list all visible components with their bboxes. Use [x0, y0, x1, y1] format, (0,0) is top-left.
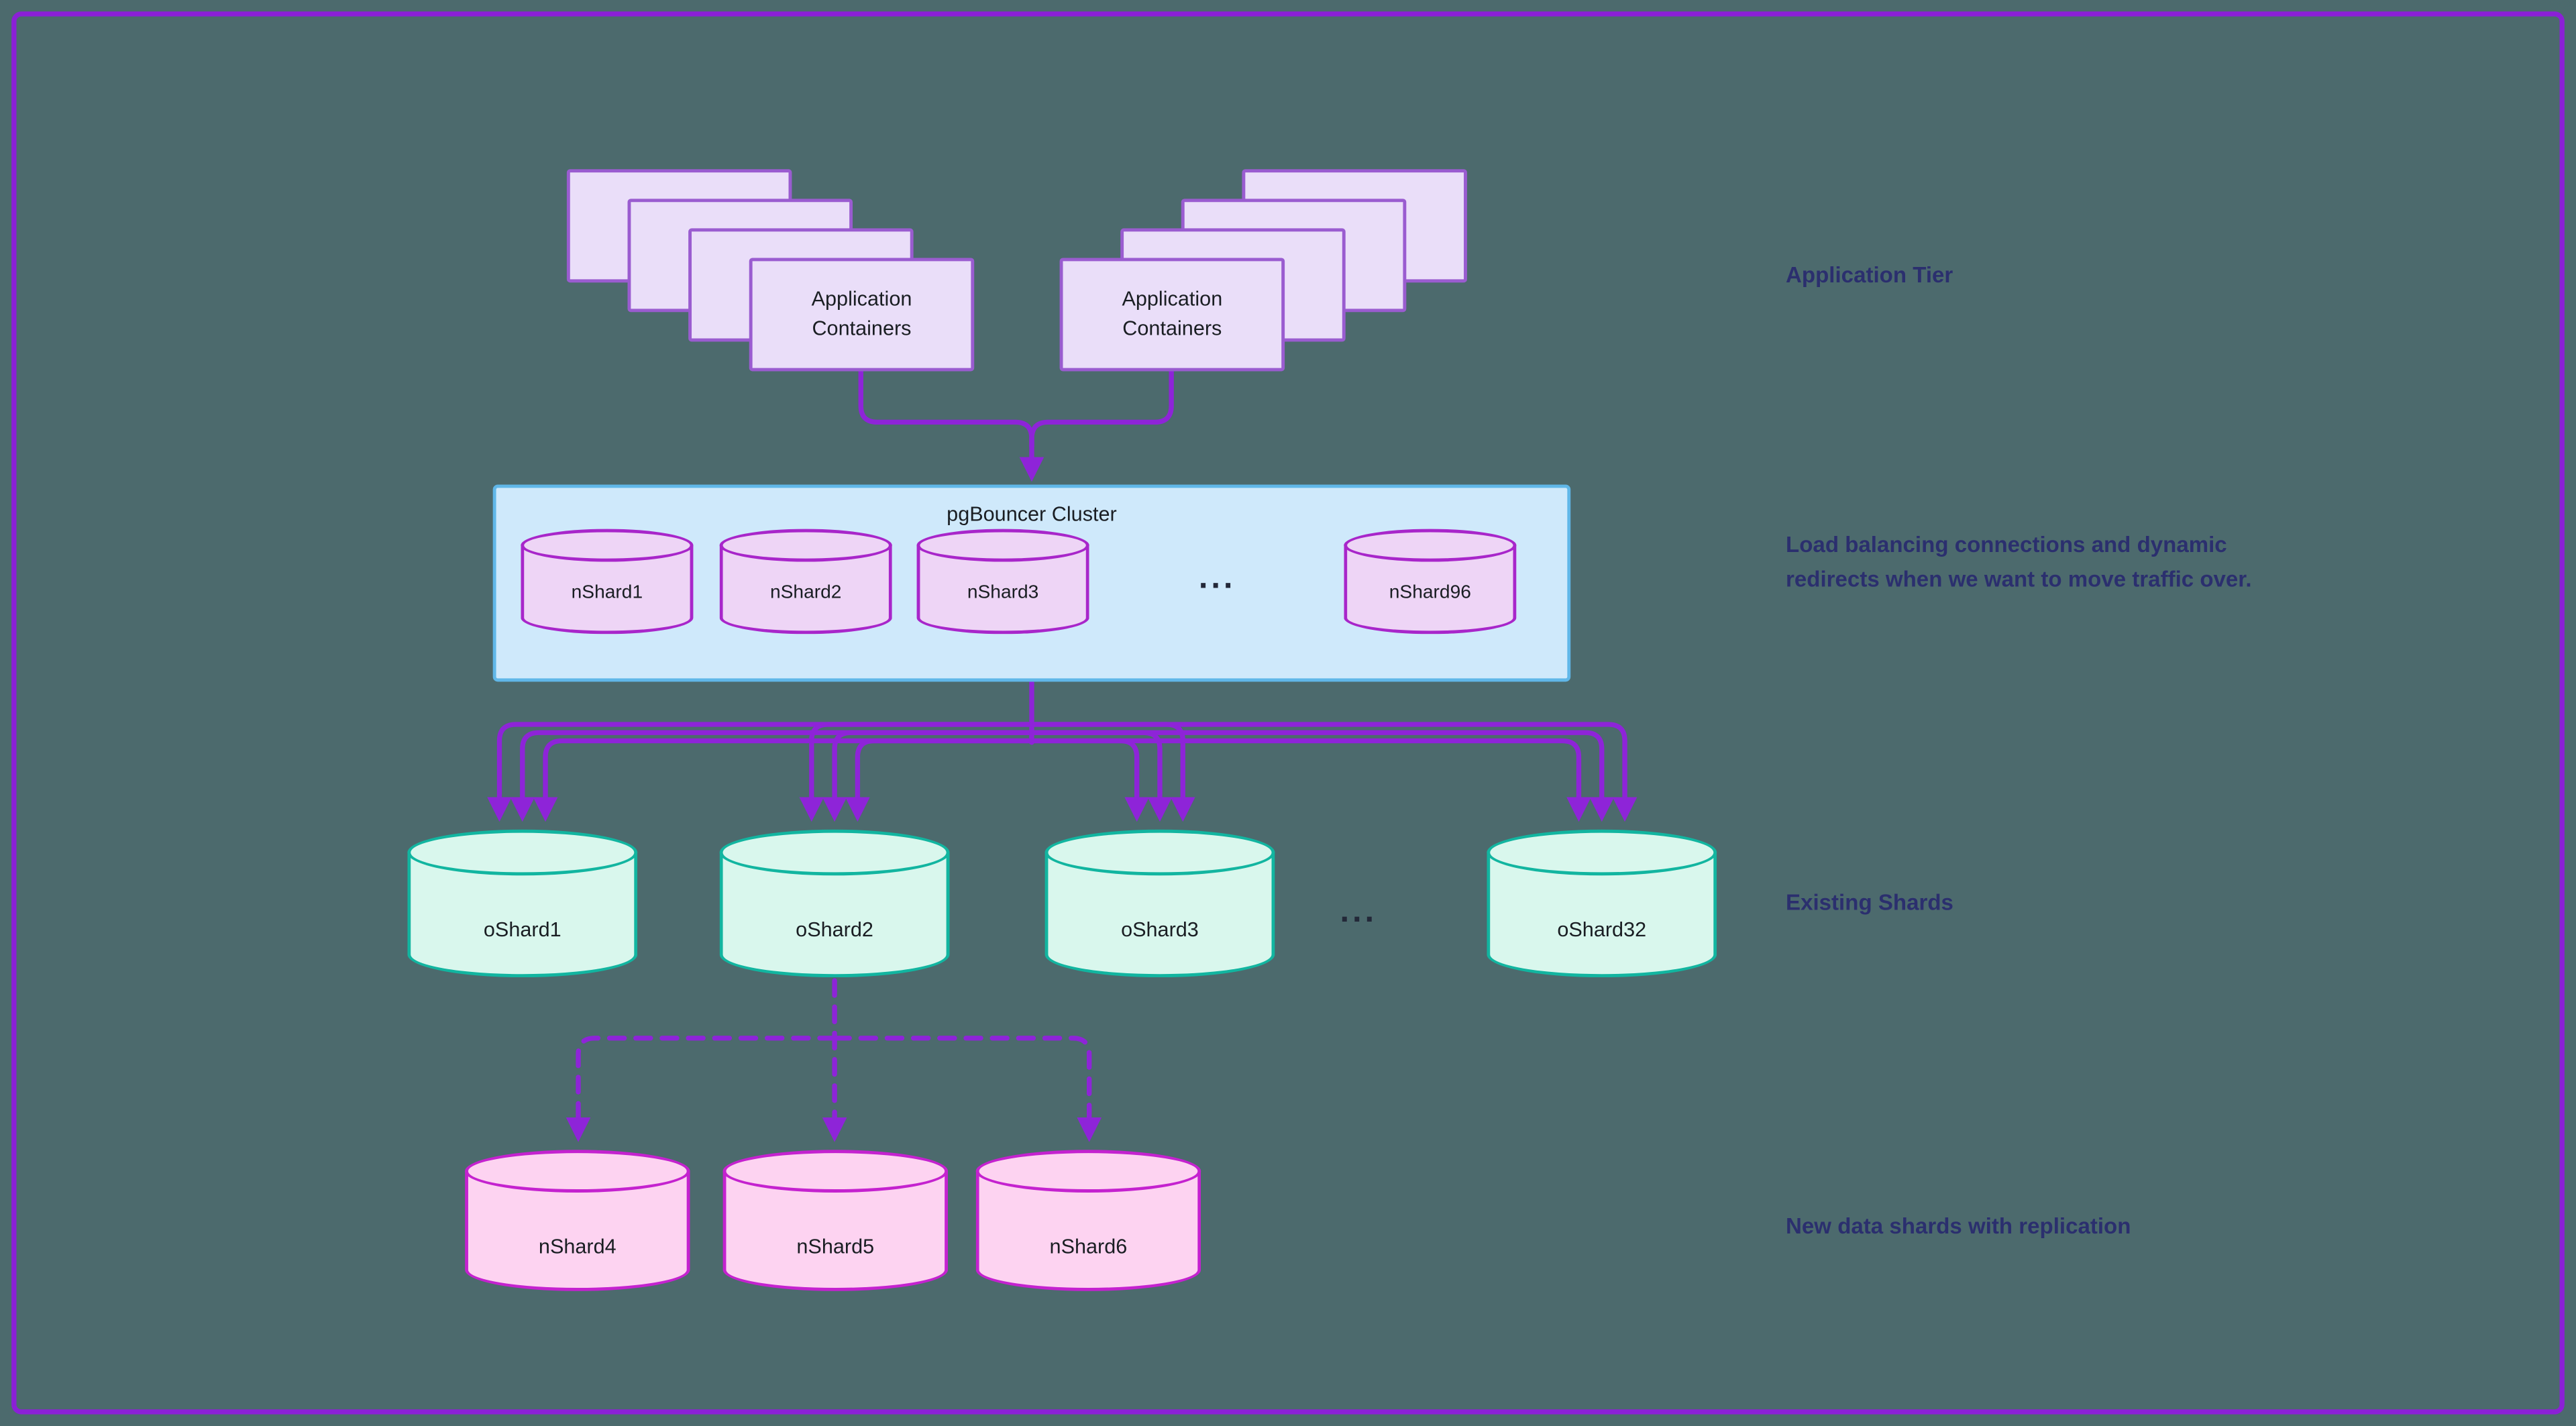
- db-label: nShard96: [1389, 584, 1471, 604]
- cylinder-top: [975, 1150, 1201, 1193]
- db-cylinder-nshard2: nShard2: [719, 529, 892, 635]
- db-cylinder-nshard6: nShard6: [975, 1150, 1201, 1291]
- db-cylinder-nshard5: nShard5: [722, 1150, 949, 1291]
- db-label: oShard2: [796, 918, 873, 942]
- db-label: nShard2: [769, 584, 842, 604]
- db-cylinder-oshard32: oShard32: [1487, 829, 1717, 978]
- existing-shards-ellipsis: ...: [1340, 893, 1378, 930]
- cylinder-top: [722, 1150, 949, 1193]
- db-label: oShard1: [483, 918, 561, 942]
- db-cylinder-nshard4: nShard4: [465, 1150, 690, 1291]
- db-label: nShard5: [796, 1234, 875, 1258]
- db-label: nShard3: [967, 584, 1039, 604]
- app-containers-label: Application Containers: [811, 287, 912, 339]
- annotation-application-tier: Application Tier: [1786, 262, 1953, 288]
- db-cylinder-oshard3: oShard3: [1044, 829, 1275, 978]
- pgbouncer-title: pgBouncer Cluster: [947, 502, 1117, 526]
- cylinder-top: [719, 529, 892, 562]
- db-cylinder-nshard3: nShard3: [916, 529, 1089, 635]
- db-label: nShard1: [571, 584, 643, 604]
- cylinder-body: [1487, 853, 1717, 978]
- cylinder-top: [1044, 829, 1275, 876]
- db-label: nShard6: [1049, 1234, 1128, 1258]
- cylinder-top: [521, 529, 694, 562]
- cylinder-top: [719, 829, 950, 876]
- db-cylinder-nshard1: nShard1: [521, 529, 694, 635]
- cylinder-body: [719, 853, 950, 978]
- cylinder-top: [916, 529, 1089, 562]
- db-cylinder-nshard96: nShard96: [1344, 529, 1517, 635]
- cylinder-top: [465, 1150, 690, 1193]
- annotation-new-shards: New data shards with replication: [1786, 1213, 2131, 1239]
- app-containers-label: Application Containers: [1122, 287, 1223, 339]
- app-container-box-front: Application Containers: [749, 258, 975, 372]
- db-cylinder-oshard2: oShard2: [719, 829, 950, 978]
- db-label: nShard4: [538, 1234, 616, 1258]
- db-cylinder-oshard1: oShard1: [407, 829, 638, 978]
- app-container-box-front: Application Containers: [1059, 258, 1285, 372]
- cylinder-top: [1344, 529, 1517, 562]
- annotation-existing-shards: Existing Shards: [1786, 890, 1953, 916]
- db-label: oShard3: [1121, 918, 1199, 942]
- cylinder-top: [407, 829, 638, 876]
- annotation-load-balancing: Load balancing connections and dynamic r…: [1786, 532, 2252, 592]
- cylinder-body: [722, 1171, 949, 1291]
- cylinder-top: [1487, 829, 1717, 876]
- db-label: oShard32: [1557, 918, 1647, 942]
- pgbouncer-ellipsis: ...: [1198, 560, 1236, 596]
